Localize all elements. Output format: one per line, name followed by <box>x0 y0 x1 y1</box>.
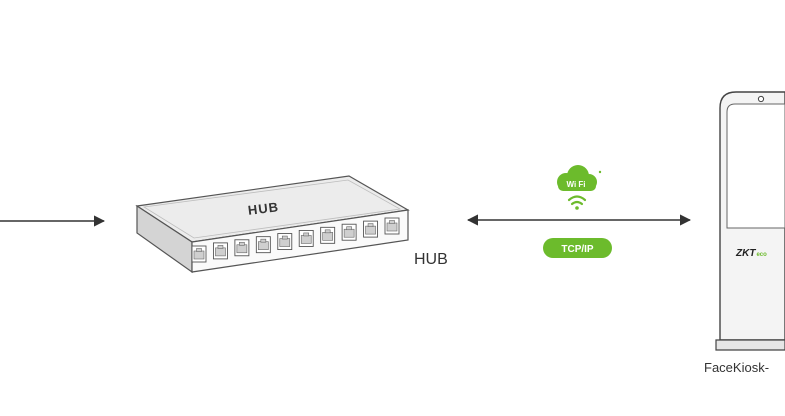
wifi-trademark-dot <box>598 170 602 174</box>
hub-ethernet-port <box>384 217 400 235</box>
wifi-signal-icon <box>567 195 587 206</box>
wifi-badge: Wi Fi <box>557 165 602 210</box>
camera-icon <box>757 95 765 103</box>
hub-ethernet-port <box>277 233 293 251</box>
hub-ethernet-port <box>255 236 271 254</box>
facekiosk-device: ZKTeco <box>715 91 785 351</box>
hub-device: HUB <box>135 175 410 274</box>
device-label: FaceKiosk- <box>704 360 769 375</box>
hub-ethernet-port <box>320 226 336 244</box>
wifi-cloud-icon <box>557 165 597 191</box>
hub-ethernet-port <box>191 245 207 263</box>
hub-ethernet-port <box>341 223 357 241</box>
hub-engraving: HUB <box>247 199 280 218</box>
hub-ethernet-port <box>363 220 379 238</box>
wifi-text: Wi Fi <box>566 180 585 189</box>
hub-port-group <box>191 217 400 263</box>
tcpip-badge: TCP/IP <box>543 238 612 258</box>
hub-ethernet-port <box>298 229 314 247</box>
hub-ethernet-port <box>234 239 250 257</box>
tcpip-pill <box>543 238 612 258</box>
hub-top-bevel <box>142 179 402 239</box>
device-base <box>715 339 785 351</box>
hub-ethernet-port <box>212 242 228 260</box>
device-screen <box>726 103 785 229</box>
wifi-signal-dot <box>575 206 579 210</box>
hub-label: HUB <box>414 251 448 268</box>
tcpip-text: TCP/IP <box>561 244 594 255</box>
brand-logo: ZKTeco <box>735 248 767 259</box>
